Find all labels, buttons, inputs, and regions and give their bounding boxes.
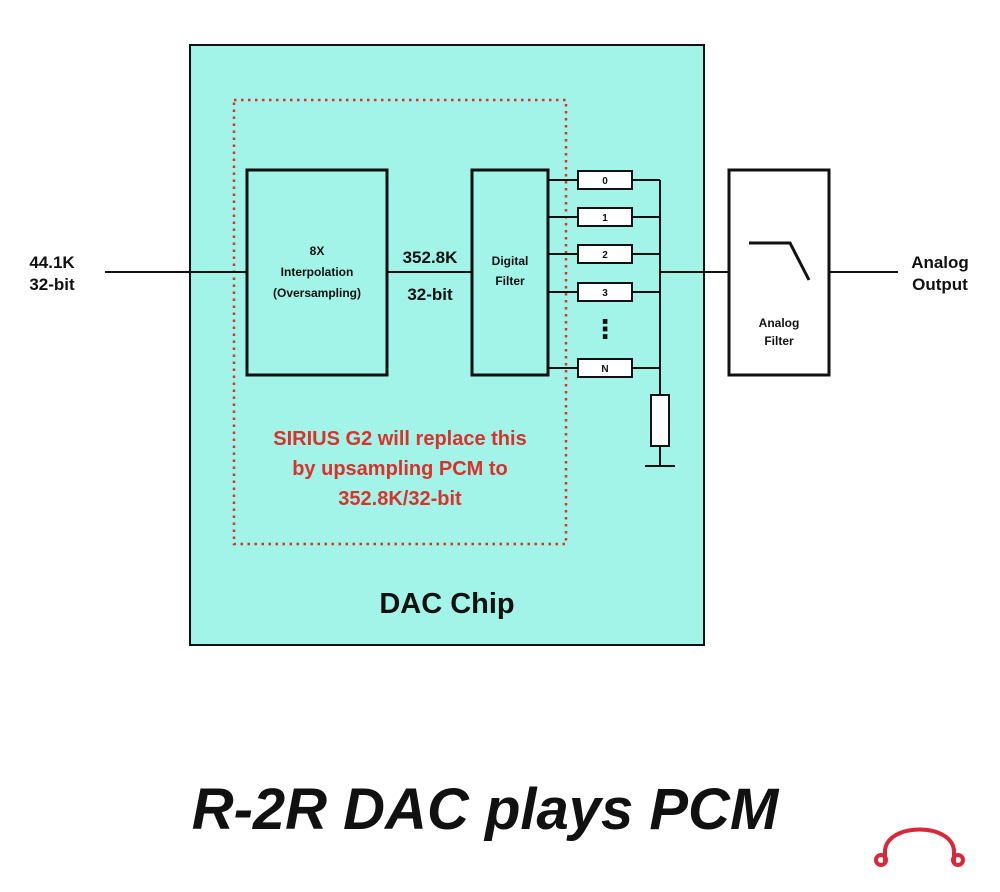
replacement-region [232,98,568,546]
resistor-0-label: 0 [602,176,608,187]
digital-filter-block [470,168,550,377]
resistor-ellipsis: ⋮ [592,314,618,344]
note-line-1: SIRIUS G2 will replace this [273,428,526,450]
page-title: R-2R DAC plays PCM [192,777,780,842]
intermediate-rate-label: 352.8K [403,248,459,267]
interpolation-block [245,168,389,377]
resistor-1 [577,207,633,227]
resistor-n-label: N [601,364,608,375]
note-line-2: by upsampling PCM to [292,458,508,480]
analog-filter-block [727,168,831,377]
resistor-n [577,358,633,378]
intermediate-bitdepth-label: 32-bit [407,285,453,304]
analog-filter-label: Analog [759,316,800,330]
dac-chip-label: DAC Chip [379,588,514,620]
input-rate-label: 44.1K [29,253,75,272]
oversampling-label: (Oversampling) [273,286,361,300]
input-bitdepth-label: 32-bit [29,275,75,294]
note-line-3: 352.8K/32-bit [338,488,462,510]
digital-filter-label-2: Filter [495,274,525,288]
resistor-ladder [548,179,729,467]
digital-filter-label: Digital [492,254,529,268]
output-label: Analog [911,253,969,272]
resistor-2 [577,244,633,264]
headphones-logo-icon [874,827,965,867]
ground-resistor [650,394,670,447]
analog-filter-label-2: Filter [764,334,794,348]
lowpass-curve-icon [749,241,811,281]
resistor-0 [577,170,633,190]
resistor-3 [577,282,633,302]
interpolation-factor-label: 8X [310,244,325,258]
resistor-1-label: 1 [602,213,608,224]
interpolation-label: Interpolation [281,265,354,279]
resistor-3-label: 3 [602,288,608,299]
output-label-2: Output [912,275,968,294]
resistor-2-label: 2 [602,250,608,261]
